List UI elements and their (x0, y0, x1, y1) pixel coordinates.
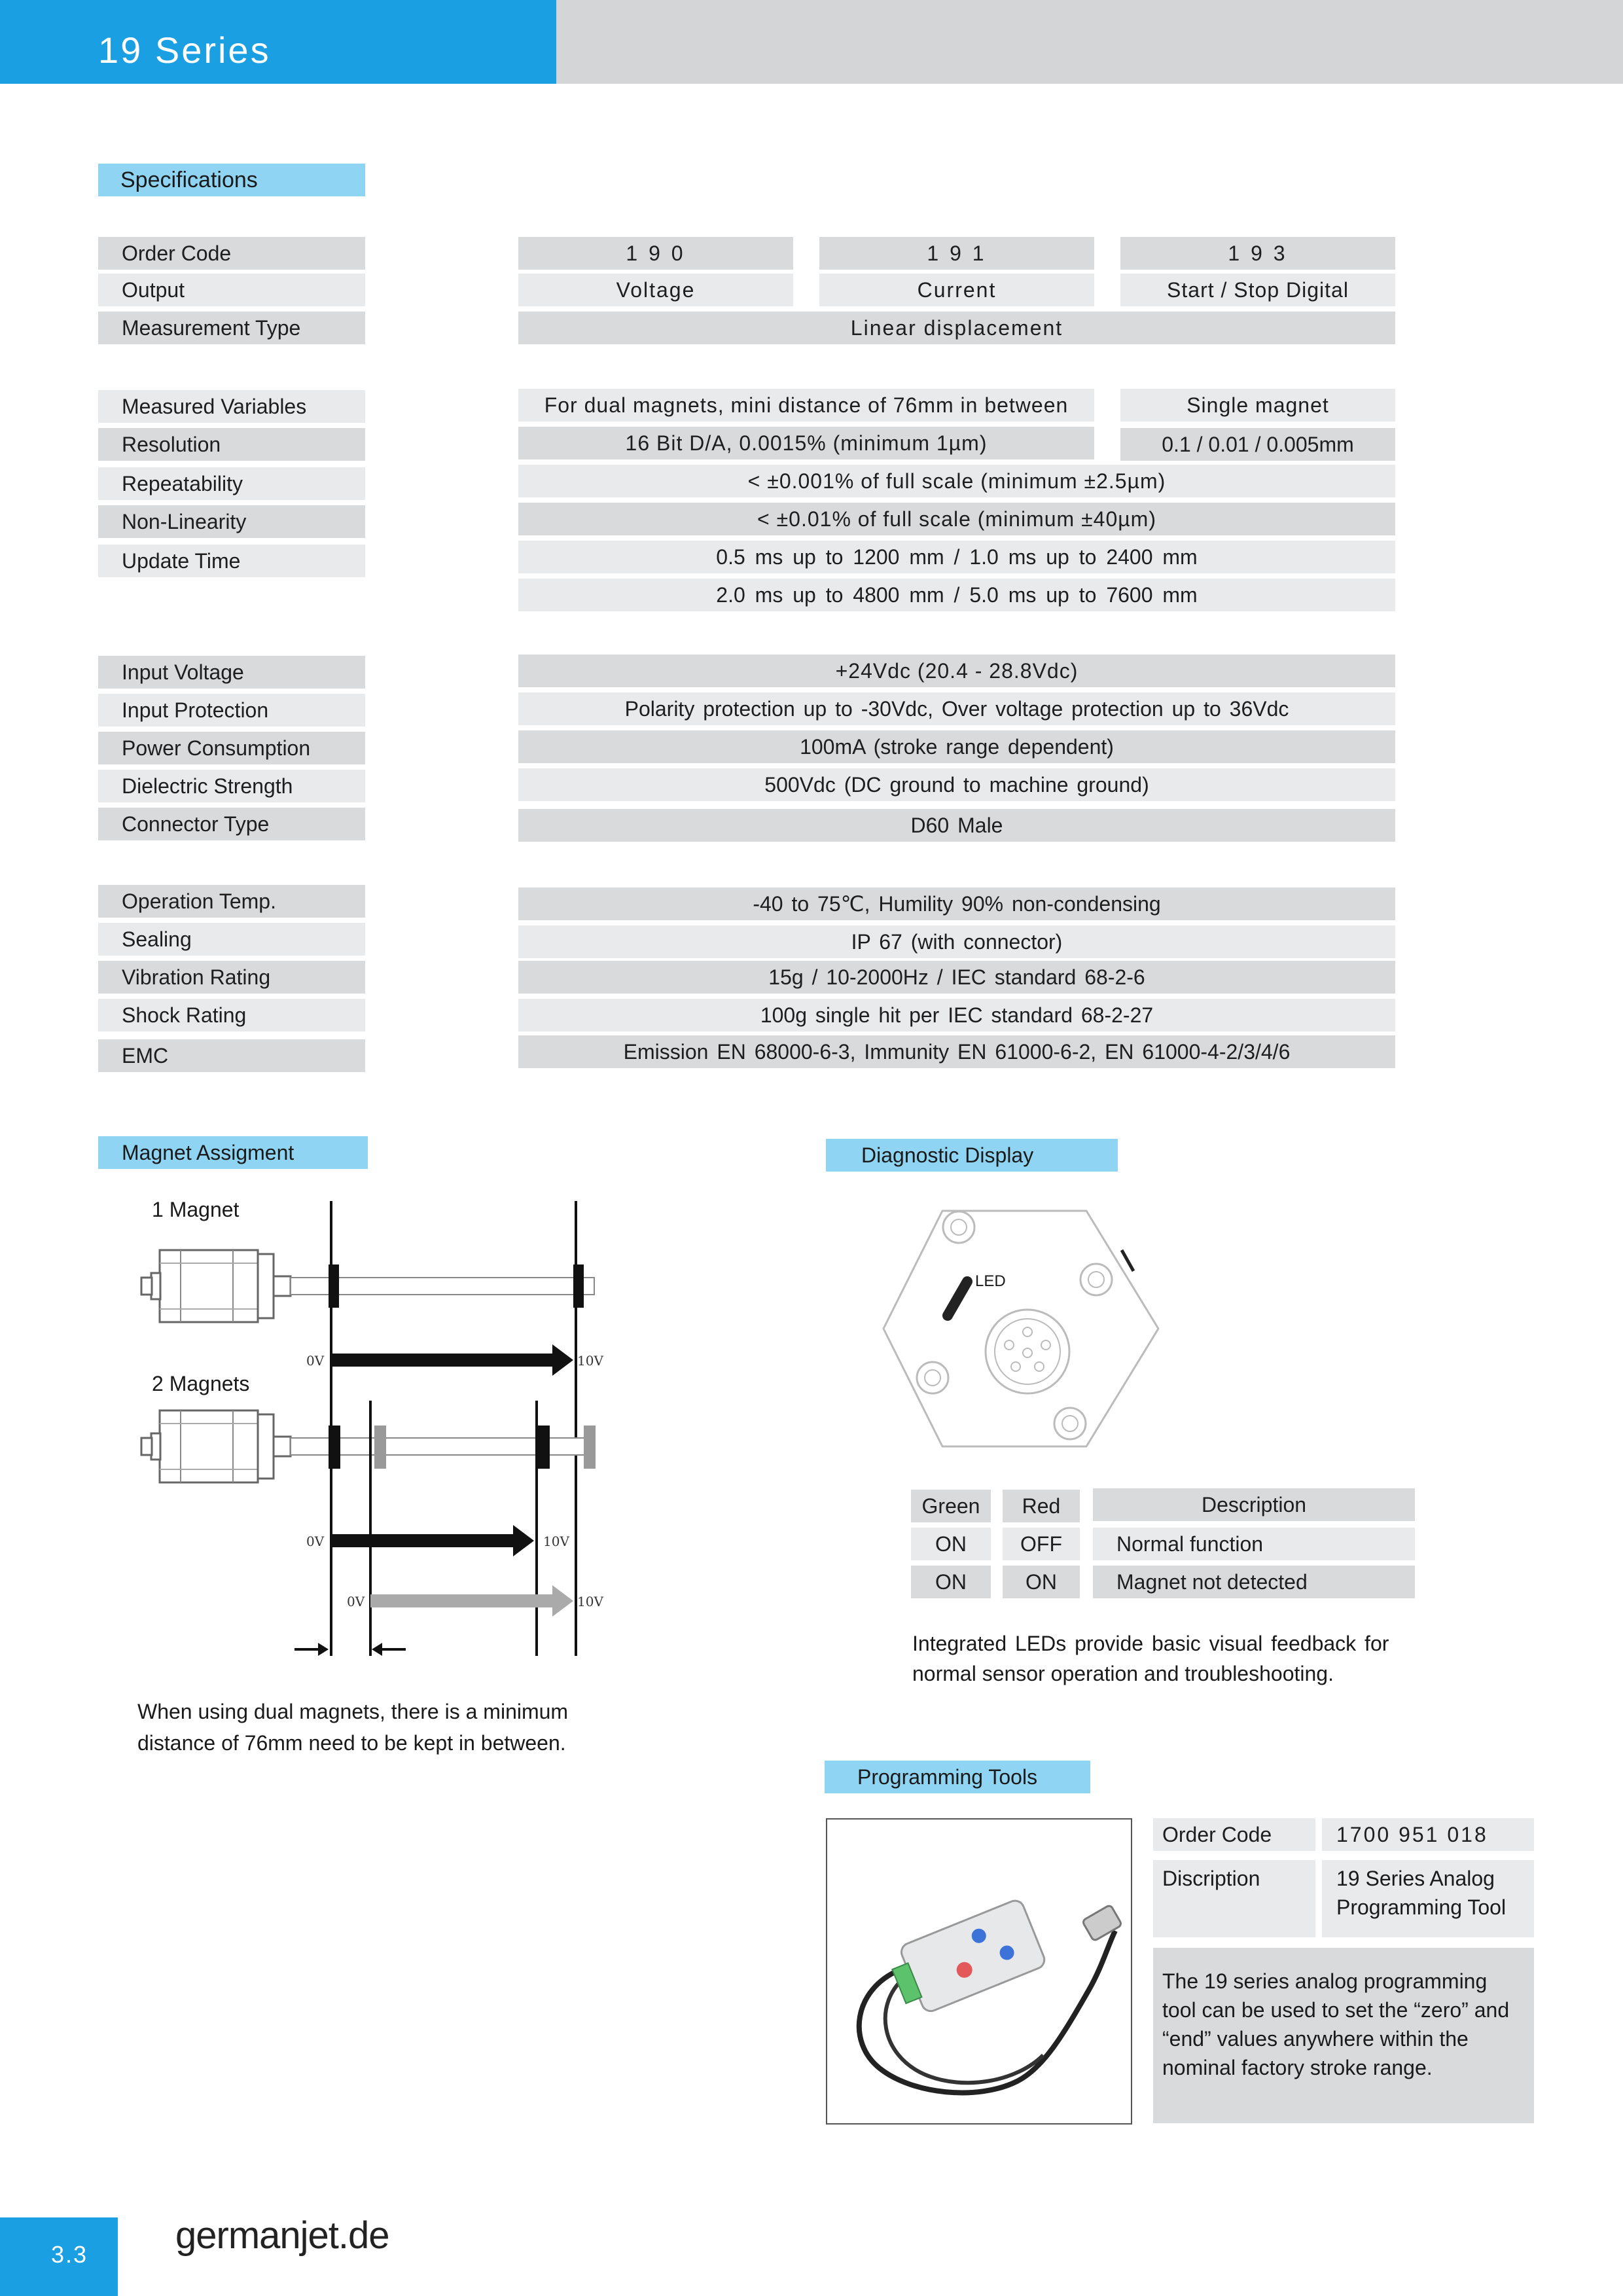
prog-order-code-value: 1700 951 018 (1322, 1818, 1534, 1851)
measured-variables-single: Single magnet (1120, 389, 1395, 422)
diag-row2-red: ON (1003, 1566, 1080, 1598)
led-label: LED (975, 1272, 1006, 1290)
sensor-two-magnets (140, 1409, 595, 1484)
magnet-assignment-heading: Magnet Assigment (98, 1136, 368, 1169)
label-emc: EMC (98, 1039, 365, 1072)
label-operation-temp: Operation Temp. (98, 885, 365, 918)
label-connector-type: Connector Type (98, 808, 365, 840)
sensor-one-magnet (140, 1249, 595, 1323)
diag-header-green: Green (911, 1490, 991, 1522)
output-191: Current (819, 274, 1094, 306)
diag-note-line-1: Integrated LEDs provide basic visual fee… (912, 1632, 1389, 1655)
label-order-code: Order Code (98, 237, 365, 270)
diag-header-description: Description (1093, 1488, 1415, 1521)
prog-text-box (1153, 1948, 1534, 2123)
label-input-voltage: Input Voltage (98, 656, 365, 689)
specifications-heading: Specifications (98, 164, 365, 196)
diag-note-line-2: normal sensor operation and troubleshoot… (912, 1662, 1334, 1685)
diag-row1-red: OFF (1003, 1528, 1080, 1560)
sealing-value: IP 67 (with connector) (518, 925, 1395, 958)
label-repeatability: Repeatability (98, 467, 365, 500)
diag-header-red: Red (1003, 1490, 1080, 1522)
emc-value: Emission EN 68000-6-3, Immunity EN 61000… (518, 1035, 1395, 1068)
diagnostic-display-heading: Diagnostic Display (826, 1139, 1118, 1172)
repeatability-value: < ±0.001% of full scale (minimum ±2.5µm) (518, 465, 1395, 497)
prog-description-label-box (1153, 1860, 1315, 1937)
dielectric-strength-value: 500Vdc (DC ground to machine ground) (518, 768, 1395, 801)
two-magnets-a-10v: 10V (543, 1534, 569, 1549)
label-dielectric-strength: Dielectric Strength (98, 770, 365, 802)
order-code-191: 1 9 1 (819, 237, 1094, 270)
footer-page-box (0, 2217, 118, 2296)
footer-site[interactable]: germanjet.de (175, 2214, 390, 2257)
diag-row1-green: ON (911, 1528, 991, 1560)
one-magnet-10v: 10V (577, 1353, 603, 1369)
resolution-dual: 16 Bit D/A, 0.0015% (minimum 1µm) (518, 427, 1094, 459)
non-linearity-value: < ±0.01% of full scale (minimum ±40µm) (518, 503, 1395, 535)
label-non-linearity: Non-Linearity (98, 505, 365, 538)
prog-text-line-3: “end” values anywhere within the (1162, 2027, 1469, 2051)
prog-text-line-1: The 19 series analog programming (1162, 1969, 1488, 1993)
prog-text-line-2: tool can be used to set the “zero” and (1162, 1998, 1510, 2022)
prog-text-line-4: nominal factory stroke range. (1162, 2056, 1433, 2079)
shock-rating-value: 100g single hit per IEC standard 68-2-27 (518, 999, 1395, 1031)
output-193: Start / Stop Digital (1120, 274, 1395, 306)
operation-temp-value: -40 to 75℃, Humility 90% non-condensing (518, 888, 1395, 920)
connector-type-value: D60 Male (518, 809, 1395, 842)
two-magnets-a-0v: 0V (306, 1534, 325, 1549)
footer-page-number: 3.3 (51, 2241, 88, 2268)
vibration-rating-value: 15g / 10-2000Hz / IEC standard 68-2-6 (518, 961, 1395, 994)
prog-description-value-box (1322, 1860, 1534, 1937)
measurement-type-value: Linear displacement (518, 312, 1395, 344)
prog-description-line-1: 19 Series Analog (1336, 1867, 1495, 1890)
programming-tools-heading: Programming Tools (825, 1761, 1090, 1793)
magnet-note-line-1: When using dual magnets, there is a mini… (137, 1700, 569, 1723)
label-vibration-rating: Vibration Rating (98, 961, 365, 994)
diag-row2-green: ON (911, 1566, 991, 1598)
label-measured-variables: Measured Variables (98, 390, 365, 423)
label-update-time: Update Time (98, 545, 365, 577)
power-consumption-value: 100mA (stroke range dependent) (518, 730, 1395, 763)
label-sealing: Sealing (98, 923, 365, 956)
label-power-consumption: Power Consumption (98, 732, 365, 764)
prog-description-line-2: Programming Tool (1336, 1895, 1507, 1919)
programming-tool-photo (826, 1818, 1132, 2125)
page-title: 19 Series (98, 29, 271, 71)
label-input-protection: Input Protection (98, 694, 365, 726)
prog-description-label: Discription (1162, 1867, 1260, 1890)
input-voltage-value: +24Vdc (20.4 - 28.8Vdc) (518, 655, 1395, 687)
measured-variables-dual: For dual magnets, mini distance of 76mm … (518, 389, 1094, 422)
diag-row1-description: Normal function (1093, 1528, 1415, 1560)
two-magnets-label: 2 Magnets (152, 1372, 250, 1395)
two-magnets-b-0v: 0V (347, 1594, 365, 1609)
header-accent (0, 0, 556, 84)
two-magnets-b-10v: 10V (577, 1594, 603, 1609)
label-shock-rating: Shock Rating (98, 999, 365, 1031)
sensor-face-drawing (882, 1210, 1160, 1448)
magnet-diagram: 0V 10V 0V 10V 0V 10V (140, 1201, 603, 1656)
order-code-190: 1 9 0 (518, 237, 793, 270)
label-measurement-type: Measurement Type (98, 312, 365, 344)
order-code-193: 1 9 3 (1120, 237, 1395, 270)
magnet-note-line-2: distance of 76mm need to be kept in betw… (137, 1731, 566, 1755)
update-time-value-1: 0.5 ms up to 1200 mm / 1.0 ms up to 2400… (518, 541, 1395, 573)
input-protection-value: Polarity protection up to -30Vdc, Over v… (518, 692, 1395, 725)
output-190: Voltage (518, 274, 793, 306)
diag-row2-description: Magnet not detected (1093, 1566, 1415, 1598)
one-magnet-label: 1 Magnet (152, 1198, 240, 1221)
one-magnet-0v: 0V (306, 1353, 325, 1369)
label-output: Output (98, 274, 365, 306)
update-time-value-2: 2.0 ms up to 4800 mm / 5.0 ms up to 7600… (518, 579, 1395, 611)
label-resolution: Resolution (98, 428, 365, 461)
prog-order-code-label: Order Code (1153, 1818, 1315, 1851)
resolution-single: 0.1 / 0.01 / 0.005mm (1120, 428, 1395, 461)
